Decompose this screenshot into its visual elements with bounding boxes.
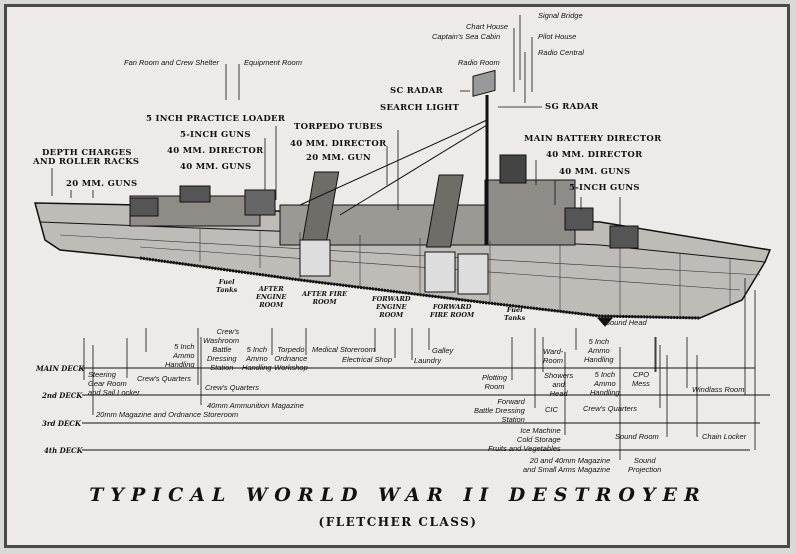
compartment-fuel-tanks-fwd: Fuel Tanks (504, 306, 526, 322)
label-radio-room: Radio Room (458, 58, 500, 67)
label-battle-dressing: Battle Dressing Station (207, 345, 237, 372)
label-chain-locker: Chain Locker (702, 432, 747, 441)
callout-search-light: SEARCH LIGHT (380, 103, 460, 113)
aft-gun-mount-2 (179, 185, 211, 203)
callout-fwd-40mm-guns: 40 MM. GUNS (559, 167, 631, 177)
compartment-forward-fire-room: FORWARD FIRE ROOM (430, 303, 475, 319)
callout-fwd-5inch-guns: 5-INCH GUNS (569, 183, 640, 193)
label-ammo-2: 5 Inch Ammo Handling (242, 345, 272, 372)
label-plotting: Plotting Room (482, 373, 508, 391)
forward-stack (425, 174, 464, 248)
label-sound-head: Sound Head (605, 318, 647, 327)
callout-mid-40mm-director: 40 MM. DIRECTOR (290, 139, 387, 149)
callout-aft-5inch-guns: 5-INCH GUNS (180, 130, 251, 140)
aft-40mm-mount (244, 189, 276, 216)
label-chart-house: Chart House (466, 22, 509, 31)
label-sound-room: Sound Room (615, 432, 659, 441)
label-ice-machine: Ice Machine Cold Storage Fruits and Vege… (488, 426, 561, 453)
aft-gun-mount (129, 197, 159, 217)
callout-sg-radar: SG RADAR (545, 102, 599, 112)
label-pilot-house: Pilot House (538, 32, 577, 41)
label-torpedo-workshop: Torpedo Ordnance Workshop (274, 345, 308, 372)
director (499, 154, 527, 184)
compartment-after-engine-room: AFTER ENGINE ROOM (256, 285, 287, 309)
deck-3rd: 3rd DECK (42, 419, 81, 428)
callout-sc-radar: SC RADAR (390, 86, 443, 96)
deck-main: MAIN DECK (36, 364, 85, 373)
label-sound-projection: Sound Projection (628, 456, 662, 474)
keel-stripe (139, 256, 701, 320)
compartment-forward-engine-room: FORWARD ENGINE ROOM (372, 295, 411, 319)
callout-mid-20mm-gun: 20 MM. GUN (306, 153, 371, 163)
label-crews-quarters-2: Crew's Quarters (205, 383, 259, 392)
diagram-title: TYPICAL WORLD WAR II DESTROYER (89, 484, 707, 506)
label-captains-sea-cabin: Captain's Sea Cabin (432, 32, 501, 41)
label-cic: CIC (545, 405, 558, 414)
label-ammo-4: 5 Inch Ammo Handling (590, 370, 620, 397)
fwd-gun-mount-2 (609, 225, 639, 249)
callout-aft-40mm-director: 40 MM. DIRECTOR (167, 146, 264, 156)
callout-fwd-40mm-director: 40 MM. DIRECTOR (546, 150, 643, 160)
callout-practice-loader: 5 INCH PRACTICE LOADER (146, 114, 286, 124)
label-ammo-3: 5 Inch Ammo Handling (584, 337, 614, 364)
label-galley: Galley (432, 346, 454, 355)
callout-torpedo-tubes: TORPEDO TUBES (294, 122, 383, 132)
label-ammo-1: 5 Inch Ammo Handling (165, 342, 195, 369)
label-electrical: Electrical Shop (342, 355, 393, 364)
label-medical: Medical Storeroom (312, 345, 375, 354)
deck-2nd: 2nd DECK (42, 391, 83, 400)
callout-main-battery-director: MAIN BATTERY DIRECTOR (524, 134, 662, 144)
label-washroom: Crew's Washroom (203, 327, 240, 345)
label-showers: Showers and Head (544, 371, 574, 398)
callout-aft-40mm-guns: 40 MM. GUNS (180, 162, 252, 172)
callout-aft-20mm-guns: 20 MM. GUNS (66, 179, 138, 189)
label-magazine-small-arms: 20 and 40mm Magazine and Small Arms Maga… (523, 456, 611, 474)
label-crews-quarters-1: Crew's Quarters (137, 374, 191, 383)
label-equipment-room: Equipment Room (244, 58, 302, 67)
sound-head (596, 317, 614, 327)
label-signal-bridge: Signal Bridge (538, 11, 583, 20)
fwd-gun-mount (564, 207, 594, 231)
label-crews-quarters-3: Crew's Quarters (583, 404, 637, 413)
bridge-structure (484, 179, 576, 246)
label-cpo-mess: CPO Mess (632, 370, 650, 388)
diagram-subtitle: (FLETCHER CLASS) (318, 515, 478, 529)
label-steering: Steering Gear Room and Sail Locker (88, 370, 140, 397)
deck-4th: 4th DECK (44, 446, 83, 455)
label-windlass: Windlass Room (692, 385, 745, 394)
label-fan-room: Fan Room and Crew Shelter (124, 58, 220, 67)
label-wardroom: Ward- Room (543, 347, 564, 365)
callout-roller-racks: AND ROLLER RACKS (33, 157, 140, 167)
compartment-fuel-tanks-aft: Fuel Tanks (216, 278, 238, 294)
sc-radar-antenna (472, 69, 496, 97)
label-fwd-battle-dressing: Forward Battle Dressing Station (474, 397, 525, 424)
compartment-after-fire-room: AFTER FIRE ROOM (302, 290, 348, 306)
label-magazine-40mm: 40mm Ammunition Magazine (207, 401, 304, 410)
label-magazine-20mm: 20mm Magazine and Ordnance Storeroom (96, 410, 239, 419)
label-laundry: Laundry (414, 356, 442, 365)
callout-depth-charges: DEPTH CHARGES (42, 148, 132, 158)
label-radio-central: Radio Central (538, 48, 584, 57)
